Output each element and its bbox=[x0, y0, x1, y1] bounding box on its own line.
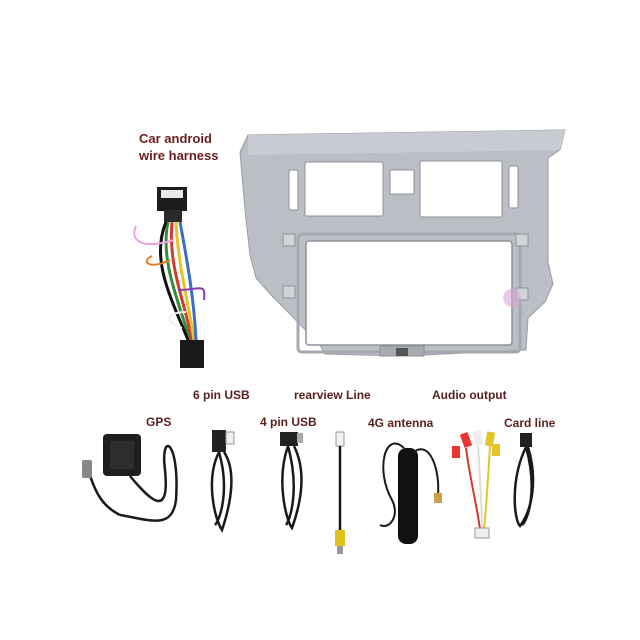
label-audio-output: Audio output bbox=[432, 388, 507, 402]
label-card-line: Card line bbox=[504, 416, 556, 430]
antenna-4g bbox=[379, 442, 442, 544]
card-line-cable bbox=[513, 433, 535, 528]
gps-antenna bbox=[82, 434, 178, 522]
label-4pin-usb: 4 pin USB bbox=[260, 415, 317, 429]
harness-title-line1: Car android bbox=[139, 131, 212, 146]
audio-output-cable bbox=[452, 430, 500, 539]
label-4g-antenna: 4G antenna bbox=[368, 416, 434, 430]
harness-title: Car android wire harness bbox=[139, 130, 219, 164]
usb6-cable bbox=[210, 430, 235, 533]
rearview-cable bbox=[335, 431, 345, 554]
label-6pin-usb: 6 pin USB bbox=[193, 388, 250, 402]
label-rearview-line: rearview Line bbox=[294, 388, 371, 402]
dash-frame bbox=[239, 129, 566, 357]
label-gps: GPS bbox=[146, 415, 172, 429]
wire-harness bbox=[133, 187, 206, 368]
usb4-cable bbox=[280, 432, 303, 531]
harness-title-line2: wire harness bbox=[139, 148, 219, 163]
